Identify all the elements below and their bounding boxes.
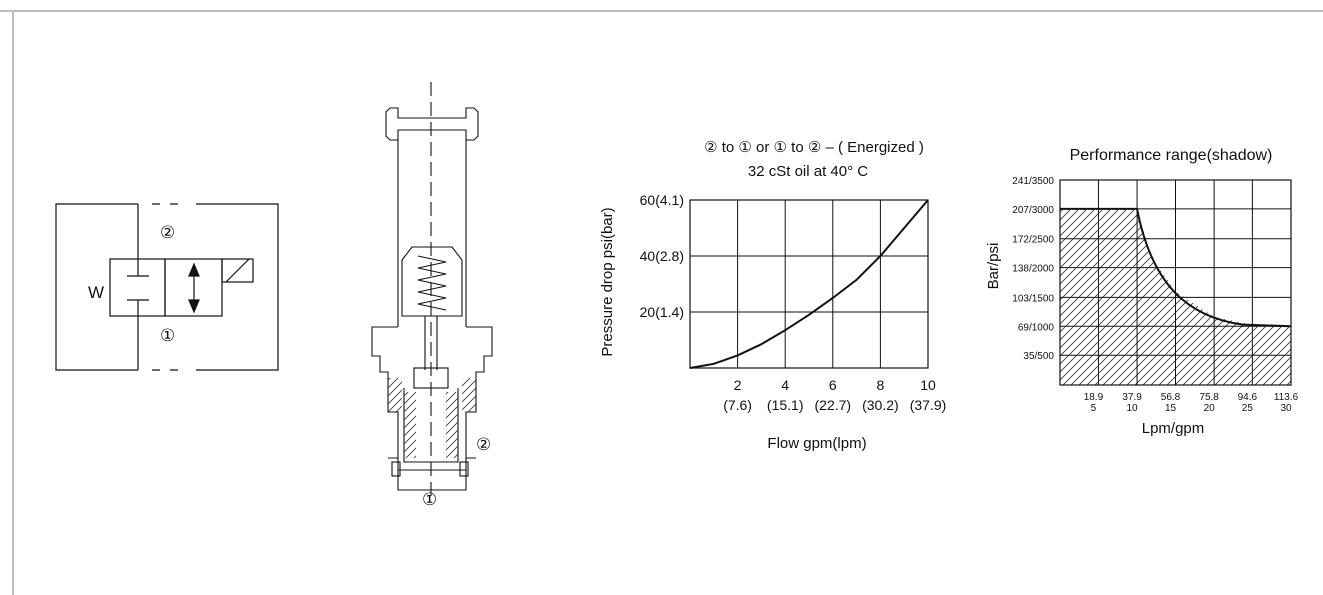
chart2-xlabel: Lpm/gpm [1142,420,1205,437]
chart1-xtick-sublabel: (7.6) [723,397,752,413]
symbol-port-1: ① [160,326,175,345]
chart2-grid [1059,179,1292,386]
chart1-xtick-label: 10 [920,377,936,393]
chart1-subtitle: 32 cSt oil at 40° C [748,163,868,180]
body-flange [371,326,493,471]
chart2-ytick-label: 207/3000 [1012,205,1054,216]
poppet [413,367,449,389]
chart2-xtick-label: 75.8 [1199,392,1219,403]
chart1-yticks: 60(4.1) 40(2.8) 20(1.4) [640,192,684,320]
chart1-xlabel: Flow gpm(lpm) [767,435,866,452]
chart2-title: Performance range(shadow) [1070,147,1273,164]
chart2-ytick-label: 172/2500 [1012,235,1054,246]
section-hatching [388,378,476,458]
chart1-frame [689,199,929,369]
chart1-title: ② to ① or ① to ② – ( Energized ) [704,139,924,156]
chart2-xtick-sublabel: 25 [1242,403,1254,414]
top-cap [385,107,479,141]
chart1-ylabel: Pressure drop psi(bar) [599,207,616,356]
chart1-xtick-label: 4 [781,377,789,393]
cartridge-section [371,82,493,500]
chart1-ytick-label: 60(4.1) [640,192,684,208]
chart2-xticks: 18.95 37.910 56.815 75.820 94.625 113.630 [1084,392,1299,414]
valve-symbol [55,203,279,371]
page-top-border [0,10,1323,12]
chart2-xtick-sublabel: 30 [1280,403,1292,414]
chart1-xticks: 2 (7.6) 4 (15.1) 6 (22.7) 8 (30.2) 10 (37.9) [723,377,946,413]
chart1-ytick-label: 20(1.4) [640,304,684,320]
chart2-ylabel: Bar/psi [985,243,1002,290]
chart2-xtick-sublabel: 5 [1091,403,1097,414]
chart2-ytick-label: 69/1000 [1018,322,1055,333]
section-port-2: ② [476,435,491,454]
chart2-xtick-label: 113.6 [1274,392,1299,403]
pressure-drop-chart: ② to ① or ① to ② – ( Energized ) 32 cSt … [599,139,946,452]
symbol-spring-w: W [88,283,104,302]
chart2-ytick-label: 35/500 [1023,351,1054,362]
chart2-xtick-label: 94.6 [1238,392,1258,403]
chart1-grid [689,199,929,369]
spring [417,255,447,311]
chart1-xtick-sublabel: (37.9) [910,397,947,413]
chart1-xtick-sublabel: (30.2) [862,397,899,413]
armature [401,246,463,317]
tube [397,140,467,327]
symbol-outer-right [196,203,279,371]
symbol-envelope-right [164,258,223,317]
chart2-ytick-label: 103/1500 [1012,293,1054,304]
chart1-series-line [689,199,929,369]
chart2-xtick-label: 18.9 [1084,392,1104,403]
chart2-xtick-sublabel: 20 [1204,403,1216,414]
stem [424,316,438,370]
chart2-ytick-label: 138/2000 [1012,264,1054,275]
chart1-xtick-label: 2 [734,377,742,393]
chart1-xtick-label: 6 [829,377,837,393]
chart2-yticks: 241/3500 207/3000 172/2500 138/2000 103/1500… [1012,176,1054,362]
chart1-xtick-sublabel: (22.7) [815,397,852,413]
section-port-1: ① [422,490,437,509]
chart2-xtick-sublabel: 15 [1165,403,1177,414]
chart1-xtick-label: 8 [877,377,885,393]
nose [397,470,467,491]
chart2-xtick-label: 37.9 [1122,392,1142,403]
chart1-ytick-label: 40(2.8) [640,248,684,264]
page-left-border [12,10,14,595]
chart2-ytick-label: 241/3500 [1012,176,1054,187]
solenoid-box [221,258,254,283]
symbol-outer-left [55,203,138,371]
chart1-xtick-sublabel: (15.1) [767,397,804,413]
chart2-boundary-line [1060,207,1292,328]
performance-range-chart: Performance range(shadow) Bar/psi Lpm/gp… [985,147,1299,437]
symbol-port-2: ② [160,223,175,242]
chart2-xtick-label: 56.8 [1161,392,1181,403]
chart2-xtick-sublabel: 10 [1127,403,1139,414]
